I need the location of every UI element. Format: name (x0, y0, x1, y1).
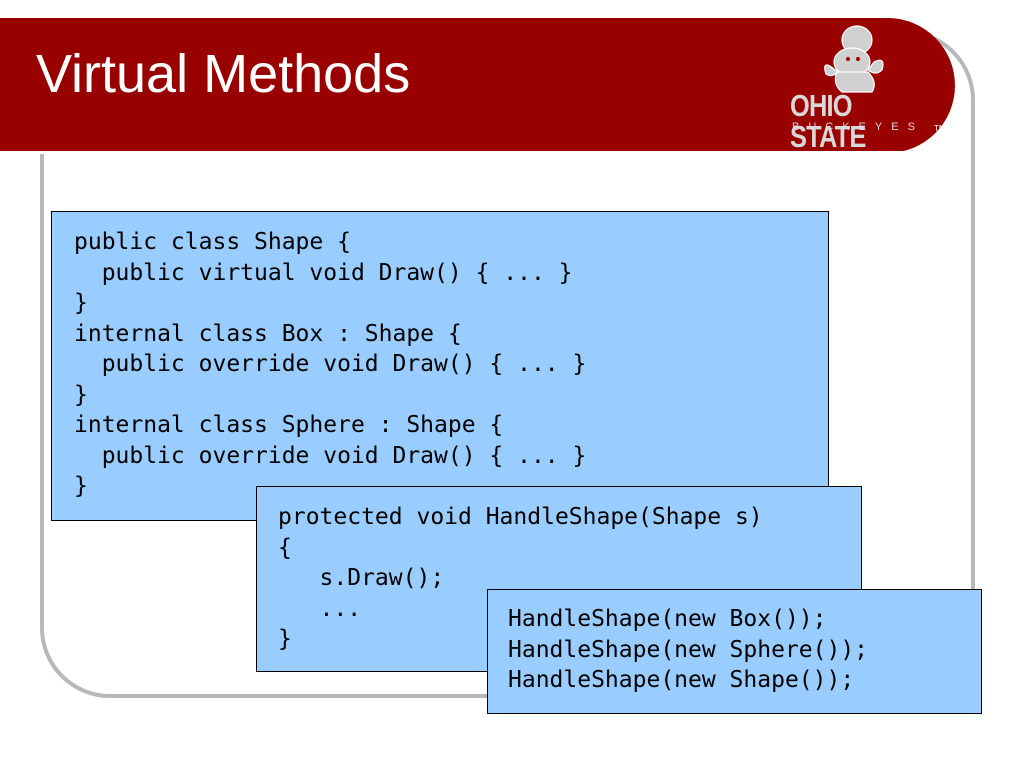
ohio-state-logo: OHIO STATE BUCKEYES TM (782, 22, 952, 152)
code-block-class-definitions: public class Shape { public virtual void… (51, 211, 829, 521)
title-underline (0, 151, 920, 154)
code-line: public class Shape { (74, 229, 351, 255)
code-line: public override void Draw() { ... } (74, 351, 587, 377)
code-line: { (278, 534, 292, 561)
logo-subtitle: BUCKEYES (792, 121, 924, 133)
code-line: } (74, 381, 88, 408)
slide-title: Virtual Methods (36, 44, 411, 104)
code-line: public virtual void Draw() { ... } (74, 259, 573, 286)
code-block-calls: HandleShape(new Box()); HandleShape(new S… (487, 589, 982, 714)
code-line: } (74, 473, 88, 499)
code-line: ... (278, 595, 362, 622)
code-line: s.Draw(); (278, 565, 445, 591)
code-line: HandleShape(new Shape()); (508, 667, 855, 693)
code-line: } (74, 290, 88, 316)
code-line: protected void HandleShape(Shape s) (278, 504, 763, 530)
code-line: internal class Sphere : Shape { (74, 412, 504, 438)
brutus-mascot-icon (824, 25, 884, 93)
code-line: } (278, 626, 292, 652)
code-line: internal class Box : Shape { (74, 320, 462, 347)
code-line: HandleShape(new Sphere()); (508, 636, 869, 663)
logo-trademark: TM (934, 124, 946, 133)
code-line: HandleShape(new Box()); (508, 606, 827, 632)
title-bar (0, 18, 955, 154)
code-line: public override void Draw() { ... } (74, 442, 587, 469)
logo-wordmark: OHIO STATE (790, 88, 866, 154)
